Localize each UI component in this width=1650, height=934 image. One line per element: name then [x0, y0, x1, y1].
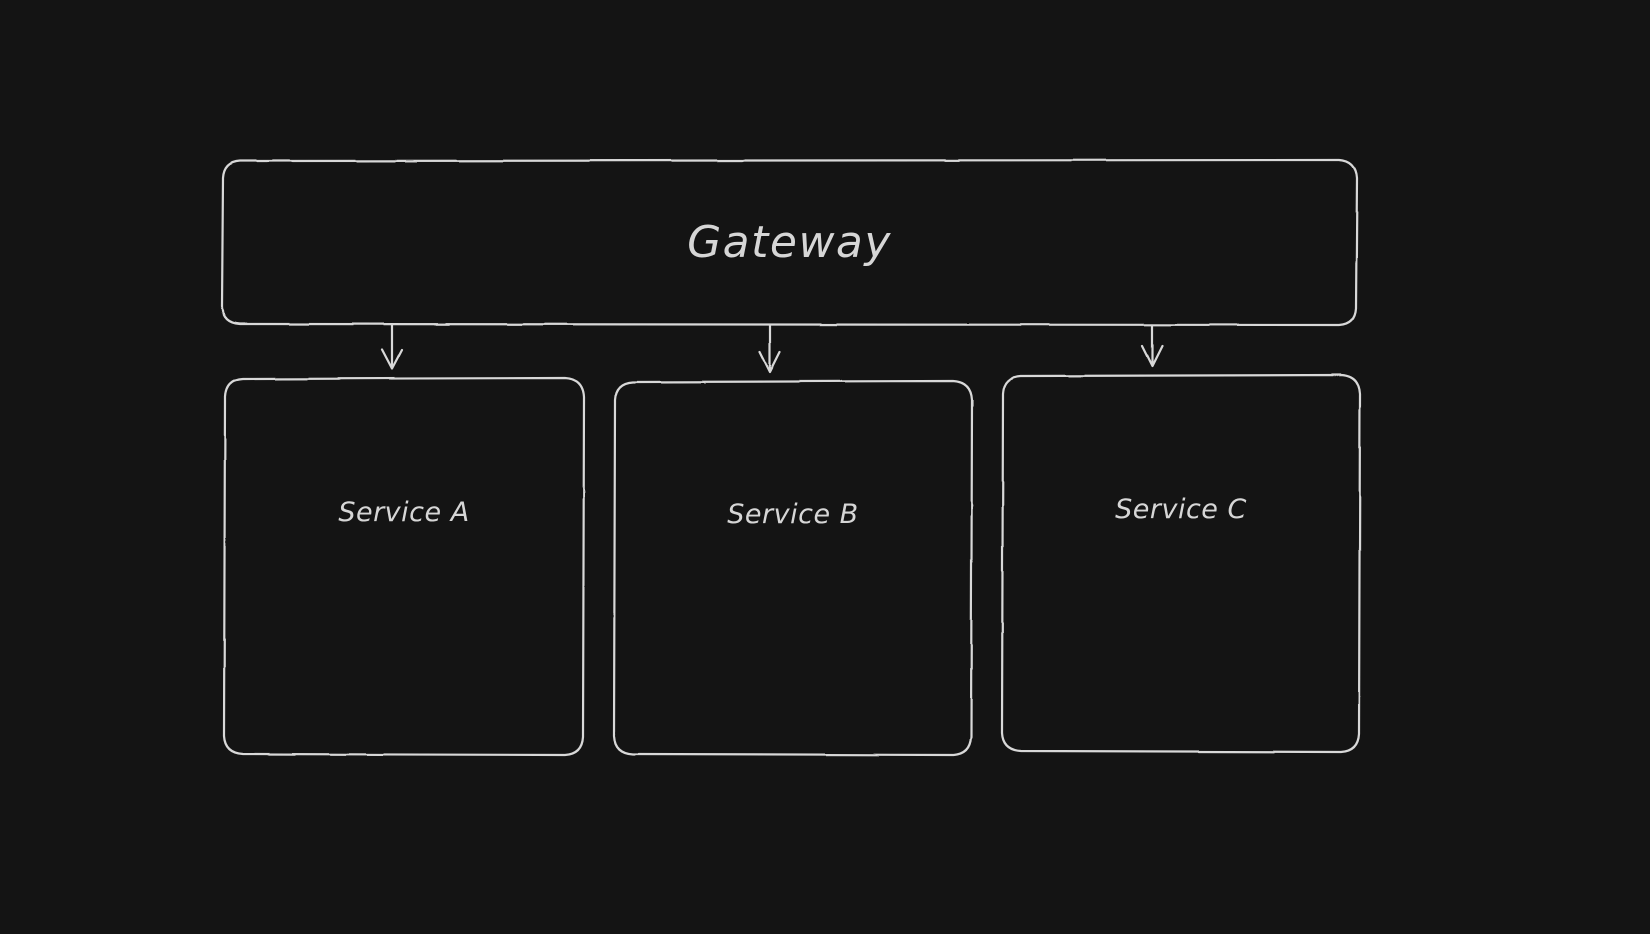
node-service-a-label: Service A — [338, 497, 470, 528]
edge-gateway-service-a[interactable] — [380, 323, 404, 371]
node-gateway[interactable]: Gateway — [222, 160, 1357, 325]
gateway-box-outline[interactable] — [220, 158, 1359, 327]
node-service-a[interactable]: Service A — [224, 378, 584, 755]
node-service-b-label: Service B — [727, 498, 859, 530]
edge-gateway-service-c[interactable] — [1140, 323, 1164, 368]
edge-gateway-service-b[interactable] — [758, 323, 782, 374]
node-service-c[interactable]: Service C — [1002, 375, 1360, 752]
edge-arrowhead — [1140, 344, 1164, 368]
service-b-box-outline[interactable] — [612, 379, 974, 757]
edge-arrowhead — [380, 348, 404, 371]
service-a-box-outline[interactable] — [222, 376, 586, 757]
edge-arrowhead — [758, 350, 782, 374]
service-c-box-outline[interactable] — [1000, 373, 1362, 754]
node-service-c-label: Service C — [1115, 494, 1247, 525]
node-service-b[interactable]: Service B — [614, 381, 972, 755]
node-gateway-label: Gateway — [687, 217, 892, 268]
